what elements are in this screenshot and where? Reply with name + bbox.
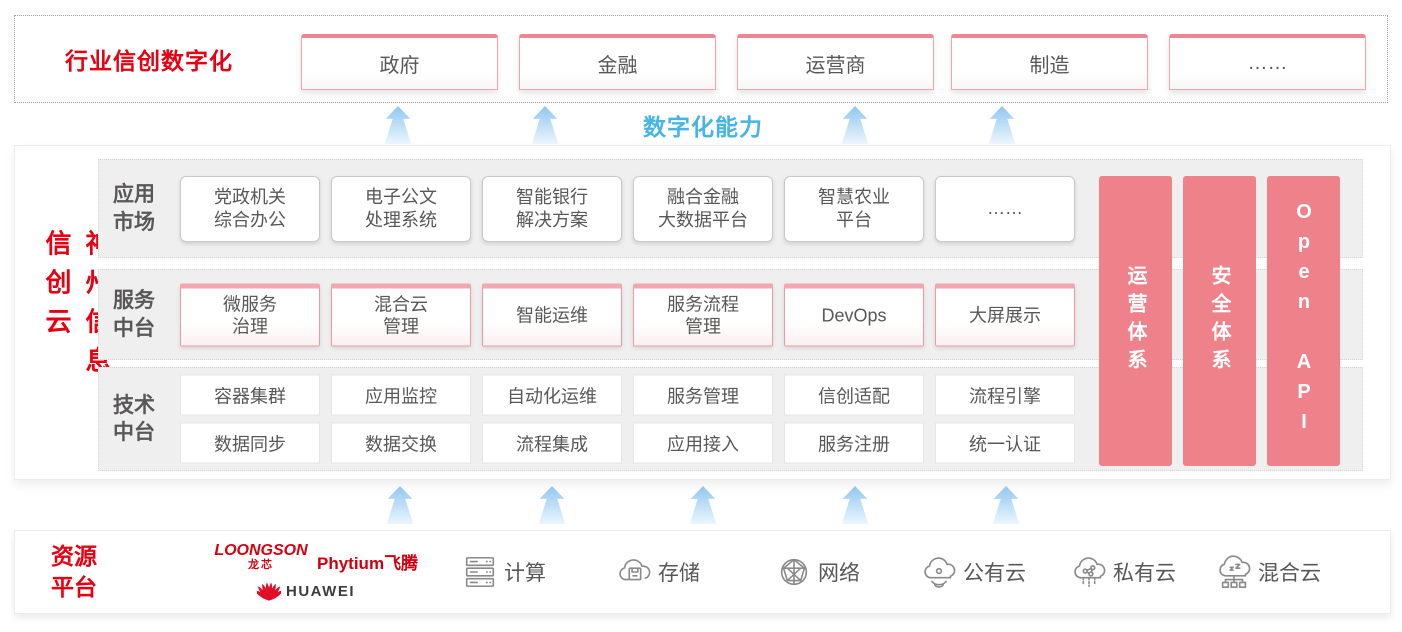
tech-card: 数据交换 — [331, 422, 471, 464]
up-arrow-icon — [841, 106, 869, 144]
resource-item-storage: 存储 — [615, 531, 700, 613]
row-label-service-platform: 服务 中台 — [113, 289, 155, 340]
capability-label: 数字化能力 — [643, 114, 763, 140]
loongson-logo: LOONGSON 龙芯 — [214, 542, 308, 571]
industry-box-manufacturing: 制造 — [951, 34, 1148, 90]
industry-banner: 行业信创数字化 政府 金融 运营商 制造 …… — [14, 15, 1388, 103]
up-arrow-icon — [531, 106, 559, 144]
up-arrow-icon — [384, 106, 412, 144]
tech-card: 应用监控 — [331, 374, 471, 416]
app-card: 智慧农业 平台 — [784, 175, 924, 242]
resource-item-network: 网络 — [775, 531, 860, 613]
sidebar-security-system: 安全体系 — [1183, 176, 1256, 466]
row-tech-platform: 技术 中台 容器集群 应用监控 自动化运维 服务管理 信创适配 流程引擎 数据同… — [98, 367, 1363, 471]
tech-card: 服务注册 — [784, 422, 924, 464]
sidebar-open-api: Open API — [1267, 176, 1340, 466]
tech-card: 服务管理 — [633, 374, 773, 416]
network-icon — [780, 558, 808, 586]
app-card: 融合金融 大数据平台 — [633, 175, 773, 242]
row-label-app-market: 应用 市场 — [113, 183, 155, 234]
row-service-platform: 服务 中台 微服务 治理 混合云 管理 智能运维 服务流程 管理 DevOps … — [98, 269, 1363, 360]
app-card: 党政机关 综合办公 — [180, 175, 320, 242]
app-card-more: …… — [935, 175, 1075, 242]
up-arrow-icon — [841, 486, 869, 524]
tech-card: 流程集成 — [482, 422, 622, 464]
sidebar-operation-system: 运营体系 — [1099, 176, 1172, 466]
app-card: 智能银行 解决方案 — [482, 175, 622, 242]
resource-item-compute: 计算 — [461, 531, 546, 613]
service-card: 大屏展示 — [935, 283, 1075, 346]
tech-card: 信创适配 — [784, 374, 924, 416]
service-card: 混合云 管理 — [331, 283, 471, 346]
huawei-logo: HUAWEI — [257, 581, 355, 602]
resource-item-public-cloud: 公有云 — [920, 531, 1026, 613]
service-card: 智能运维 — [482, 283, 622, 346]
main-platform-box: 神州信息信创云 应用 市场 党政机关 综合办公 电子公文 处理系统 智能银行 解… — [14, 145, 1391, 480]
huawei-flower-icon — [257, 582, 281, 601]
resource-platform-box: 资源 平台 LOONGSON 龙芯 Phytium飞腾 HU — [14, 530, 1391, 614]
tech-card: 自动化运维 — [482, 374, 622, 416]
tech-card: 容器集群 — [180, 374, 320, 416]
service-card: 微服务 治理 — [180, 283, 320, 346]
service-card: DevOps — [784, 283, 924, 346]
up-arrow-icon — [988, 106, 1016, 144]
up-arrow-icon — [689, 486, 717, 524]
tech-card: 数据同步 — [180, 422, 320, 464]
resource-item-private-cloud: 私有云 — [1070, 531, 1176, 613]
public-cloud-icon — [924, 557, 956, 588]
tech-card: 流程引擎 — [935, 374, 1075, 416]
phytium-logo: Phytium飞腾 — [317, 554, 419, 573]
resource-platform-title: 资源 平台 — [51, 542, 97, 600]
service-card: 服务流程 管理 — [633, 283, 773, 346]
industry-box-government: 政府 — [301, 34, 498, 90]
up-arrow-icon — [992, 486, 1020, 524]
hybrid-cloud-icon — [1219, 555, 1251, 589]
up-arrow-icon — [538, 486, 566, 524]
tech-card: 统一认证 — [935, 422, 1075, 464]
storage-icon — [619, 559, 651, 581]
resource-item-hybrid-cloud: 混合云 — [1215, 531, 1321, 613]
up-arrow-icon — [386, 486, 414, 524]
tech-card: 应用接入 — [633, 422, 773, 464]
compute-icon — [465, 556, 495, 588]
private-cloud-icon — [1074, 557, 1106, 588]
row-app-market: 应用 市场 党政机关 综合办公 电子公文 处理系统 智能银行 解决方案 融合金融… — [98, 159, 1363, 258]
industry-box-operator: 运营商 — [737, 34, 934, 90]
row-label-tech-platform: 技术 中台 — [113, 393, 155, 444]
app-card: 电子公文 处理系统 — [331, 175, 471, 242]
industry-box-more: …… — [1169, 34, 1366, 90]
industry-box-finance: 金融 — [519, 34, 716, 90]
industry-banner-title: 行业信创数字化 — [65, 48, 233, 74]
